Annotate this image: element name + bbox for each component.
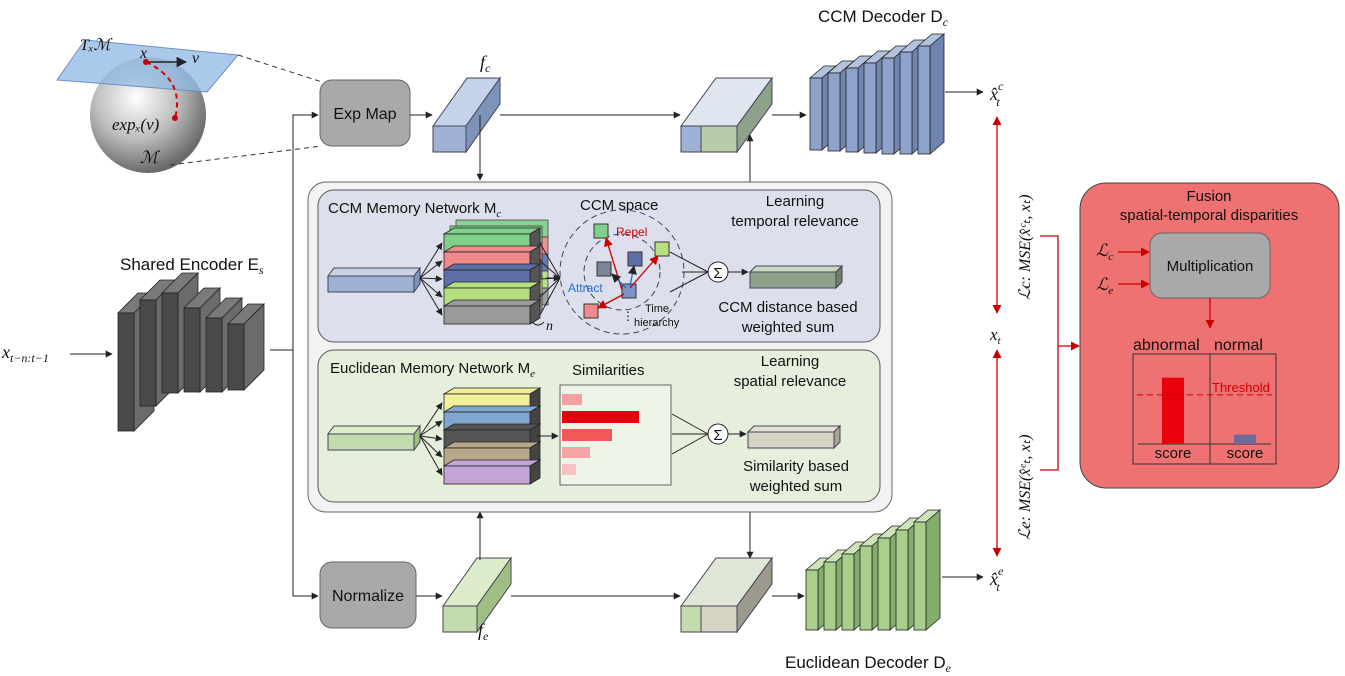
projection-line-top (237, 54, 323, 83)
slot-count-label: n (546, 319, 553, 334)
ccm-sum-line2: weighted sum (741, 319, 835, 336)
tangent-label: Tₓℳ (80, 37, 113, 54)
hierarchy-label: hierarchy (634, 317, 680, 329)
score-right-label: score (1227, 445, 1264, 462)
input-label: xt−n:t−1 (1, 342, 49, 365)
fc-label: fc (480, 52, 491, 75)
euc-decoder-title: Euclidean Decoder De (785, 653, 952, 675)
similarities-title: Similarities (572, 362, 645, 379)
euc-memory-slot (442, 459, 542, 485)
ccm-loss-label: ℒc: MSE(x̂ᶜₜ, xₜ) (1017, 194, 1034, 300)
multiplication-label: Multiplication (1167, 258, 1254, 275)
encoder-layer (227, 303, 265, 391)
normalize-label: Normalize (332, 588, 404, 605)
attract-label: Attract (568, 281, 603, 295)
loss-section: xt ℒc: MSE(x̂ᶜₜ, xₜ) ℒe: MSE(x̂ᵉₜ, xₜ) (989, 116, 1080, 557)
euclidean-memory-slots (419, 387, 559, 485)
repel-label: Repel (616, 225, 647, 239)
euc-decoder-layer (912, 509, 942, 631)
threshold-label: Threshold (1212, 380, 1270, 395)
abnormal-label: abnormal (1133, 337, 1200, 354)
shared-encoder (117, 272, 265, 432)
normal-label: normal (1214, 337, 1263, 354)
fe-label: fe (478, 620, 489, 643)
trunk-to-normalize (292, 350, 319, 600)
ccm-memory-title: CCM Memory Network Mc (328, 200, 501, 220)
manifold-illustration: Tₓℳ x v expₓ(v) ℳ (56, 37, 323, 173)
projection-line-bottom (169, 145, 323, 166)
score-left-label: score (1155, 445, 1192, 462)
spatial-relevance-line2: spatial relevance (734, 373, 847, 390)
fusion-le-label: ℒe (1096, 275, 1113, 297)
ccm-sigma: Σ (713, 265, 722, 282)
spatial-relevance-line1: Learning (761, 353, 819, 370)
manifold-v-label: v (192, 50, 200, 67)
manifold-x-label: x (139, 45, 147, 62)
exp-map-box: Exp Map (319, 79, 411, 147)
ccm-decoder (808, 33, 946, 155)
ccm-decoder-layer (916, 33, 946, 155)
manifold-label: ℳ (140, 148, 161, 167)
euc-sigma: Σ (713, 427, 722, 444)
ccm-decoder-title: CCM Decoder Dc (818, 7, 949, 29)
ccm-concat-feature (680, 76, 773, 154)
trunk-to-expmap (270, 111, 319, 351)
exp-label: expₓ(v) (112, 115, 160, 134)
fusion-panel: Fusion spatial-temporal disparities ℒc ℒ… (1079, 182, 1340, 489)
euc-concat-feature (680, 556, 773, 634)
fusion-lc-label: ℒc (1096, 241, 1113, 263)
fe-feature (442, 556, 512, 634)
xt-label: xt (989, 325, 1002, 347)
euc-loss-label: ℒe: MSE(x̂ᵉₜ, xₜ) (1017, 434, 1034, 540)
ellipsis-dots: ⋮ (622, 309, 634, 323)
fusion-title-line1: Fusion (1186, 188, 1231, 205)
exp-map-label: Exp Map (333, 106, 396, 123)
anomaly-score-chart: Threshold (1132, 353, 1277, 465)
euclidean-decoder (804, 509, 942, 631)
euc-weighted-sum: Σ (671, 413, 842, 455)
ccm-space-title: CCM space (580, 197, 658, 214)
normalize-box: Normalize (319, 561, 417, 629)
ccm-weighted-sum: Σ (669, 251, 844, 293)
fc-feature (432, 76, 501, 154)
ccm-memory-slots (419, 219, 561, 326)
temporal-relevance-line1: Learning (766, 193, 824, 210)
euc-sum-line1: Similarity based (743, 458, 849, 475)
chart-frame (1132, 353, 1277, 465)
ccm-memory-slot (442, 299, 542, 325)
temporal-relevance-line2: temporal relevance (731, 213, 859, 230)
time-label: Time (645, 303, 669, 315)
fusion-title-line2: spatial-temporal disparities (1120, 207, 1298, 224)
encoder-title: Shared Encoder Es (120, 255, 264, 277)
euc-memory-title: Euclidean Memory Network Me (330, 360, 535, 380)
ccm-sum-line1: CCM distance based (718, 299, 857, 316)
euc-sum-line2: weighted sum (749, 478, 843, 495)
abnormal-score-bar (1162, 377, 1184, 444)
normal-score-bar (1234, 434, 1256, 444)
